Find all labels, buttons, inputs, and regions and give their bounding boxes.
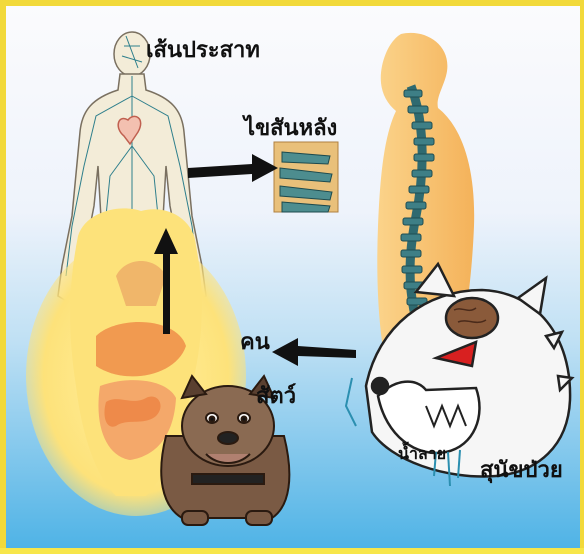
arrow-dog-to-human [272,338,356,366]
arrow-nerves-to-spinal-cord [188,154,278,182]
label-spinal-cord: ไขสันหลัง [244,110,337,145]
spinal-cord-inset [274,142,338,212]
label-human: คน [240,324,270,359]
label-sick-dog: สุนัขป่วย [480,452,563,487]
label-nerves: เส้นประสาท [146,32,260,67]
label-animal: สัตว์ [256,378,296,413]
label-saliva: น้ำลาย [398,442,446,467]
